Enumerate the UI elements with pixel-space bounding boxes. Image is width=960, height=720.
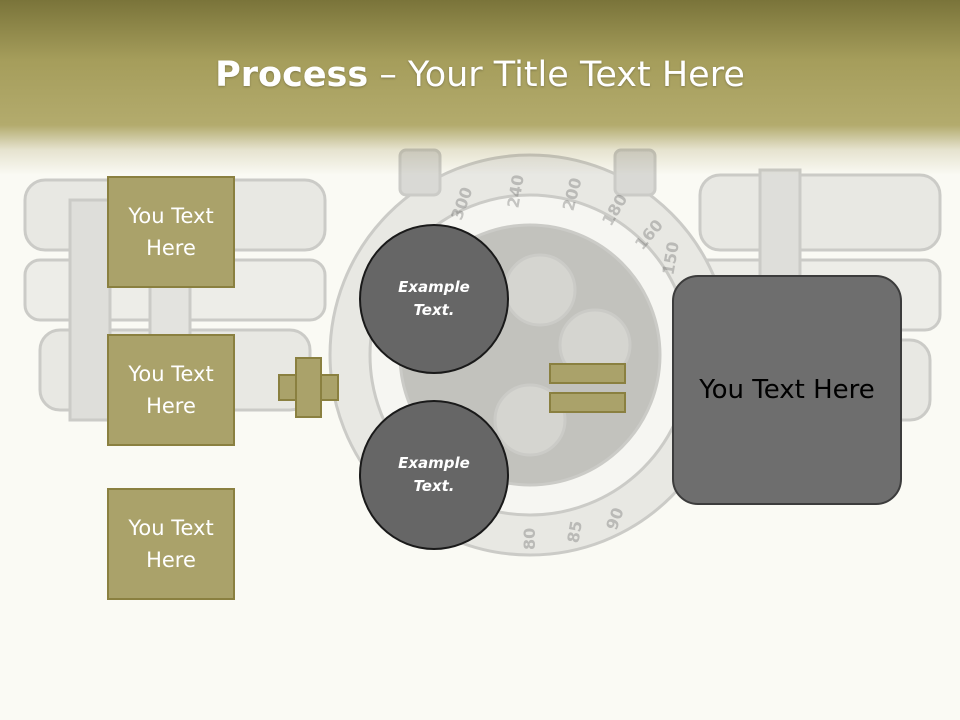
example-circle-2[interactable]: Example Text.	[359, 400, 509, 550]
plus-center	[297, 376, 320, 399]
text-box-label: You Text Here	[128, 362, 214, 418]
title-rest: – Your Title Text Here	[368, 55, 745, 95]
text-box-label: You Text Here	[128, 204, 214, 260]
text-box-3[interactable]: You Text Here	[107, 488, 235, 600]
title-bold: Process	[215, 55, 369, 95]
circle-label: Example Text.	[398, 278, 470, 319]
watch-number: 85	[563, 519, 586, 544]
equals-bar-top	[549, 363, 626, 384]
page-title: Process – Your Title Text Here	[0, 52, 960, 98]
result-box[interactable]: You Text Here	[672, 275, 902, 505]
title-banner	[0, 0, 960, 175]
text-box-2[interactable]: You Text Here	[107, 334, 235, 446]
result-label: You Text Here	[699, 375, 875, 405]
example-circle-1[interactable]: Example Text.	[359, 224, 509, 374]
text-box-1[interactable]: You Text Here	[107, 176, 235, 288]
equals-bar-bottom	[549, 392, 626, 413]
text-box-label: You Text Here	[128, 516, 214, 572]
circle-label: Example Text.	[398, 454, 470, 495]
watch-number: 80	[520, 528, 539, 550]
